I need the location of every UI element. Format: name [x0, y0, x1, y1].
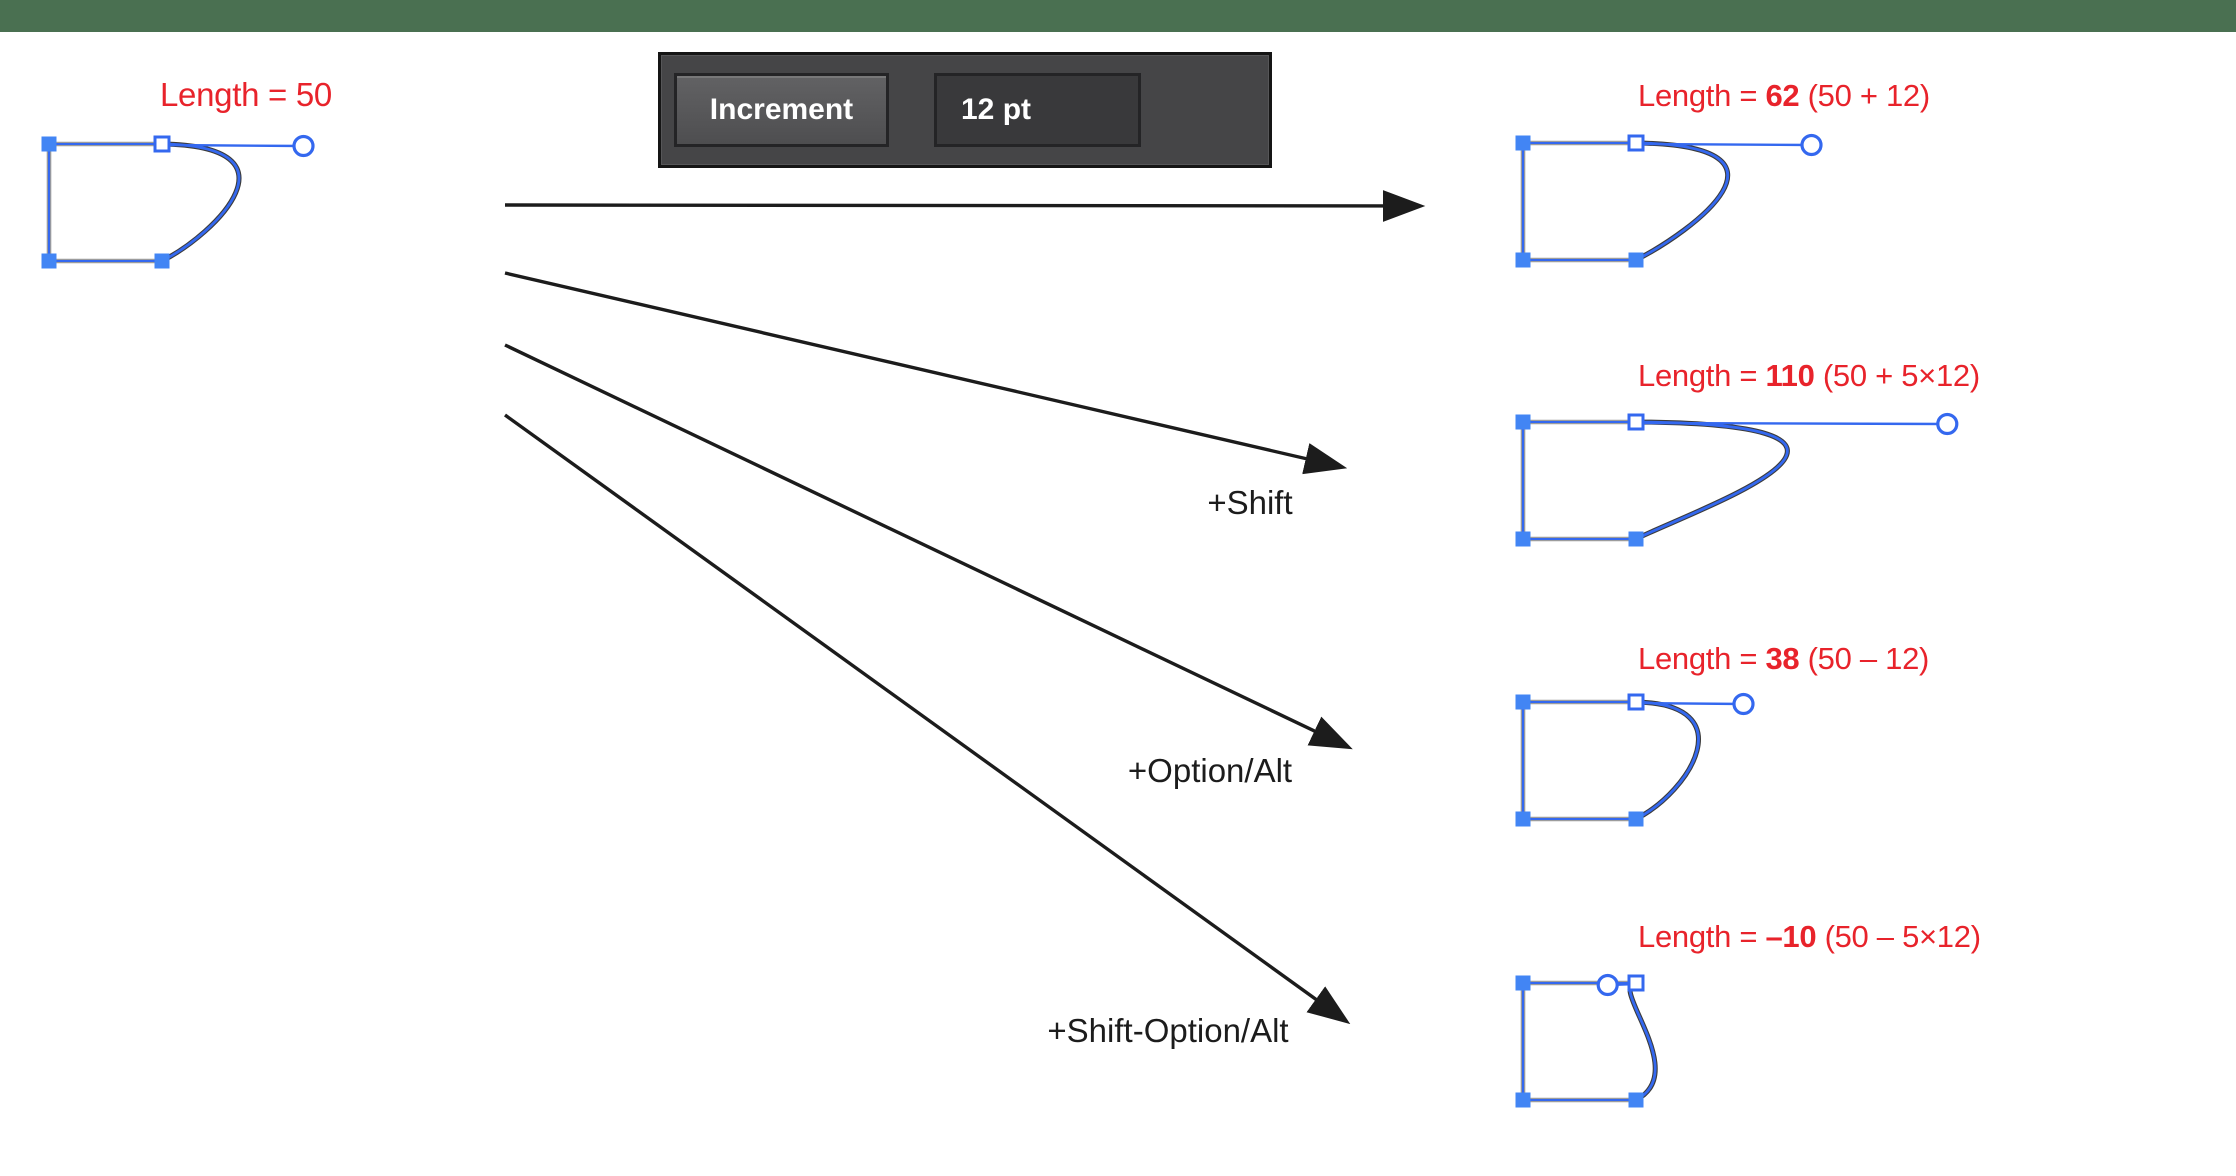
- label-value: –10: [1765, 919, 1817, 954]
- label-suffix: (50 + 12): [1799, 78, 1931, 113]
- result-glyph-shape-shift-option: [1498, 958, 1818, 1125]
- label-prefix: Length =: [1638, 641, 1766, 676]
- result-glyph-shape-option: [1498, 677, 1818, 844]
- label-value: 38: [1765, 641, 1800, 676]
- label-prefix: Length =: [1638, 919, 1766, 954]
- result-length-label-plain: Length = 62 (50 + 12): [1638, 78, 1930, 114]
- source-glyph-shape: [24, 119, 344, 286]
- increment-panel: Increment 12 pt: [658, 52, 1272, 168]
- result-glyph-shape-plain: [1498, 118, 1836, 285]
- arrow-option-alt: [504, 343, 1353, 750]
- label-prefix: Length =: [1638, 358, 1766, 393]
- result-glyph-shape-shift: [1498, 397, 1972, 564]
- label-prefix: Length =: [1638, 78, 1766, 113]
- increment-value-field[interactable]: 12 pt: [934, 73, 1141, 147]
- modifier-label-shift: +Shift: [1207, 484, 1293, 521]
- label-value: 110: [1765, 358, 1815, 393]
- increment-button[interactable]: Increment: [674, 73, 889, 147]
- modifier-label-option: +Option/Alt: [1127, 752, 1293, 789]
- arrow-plain: [504, 190, 1426, 222]
- label-suffix: (50 – 5×12): [1816, 919, 1981, 954]
- result-length-label-option: Length = 38 (50 – 12): [1638, 641, 1929, 677]
- modifier-label-shift-option: +Shift-Option/Alt: [1047, 1012, 1289, 1049]
- result-length-label-shift-option: Length = –10 (50 – 5×12): [1638, 919, 1981, 955]
- arrow-shift: [504, 271, 1348, 475]
- top-green-bar: [0, 0, 2236, 32]
- source-length-label: Length = 50: [160, 76, 332, 113]
- label-value: 62: [1765, 78, 1800, 113]
- label-suffix: (50 + 5×12): [1814, 358, 1980, 393]
- result-length-label-shift: Length = 110 (50 + 5×12): [1638, 358, 1980, 394]
- label-suffix: (50 – 12): [1799, 641, 1930, 676]
